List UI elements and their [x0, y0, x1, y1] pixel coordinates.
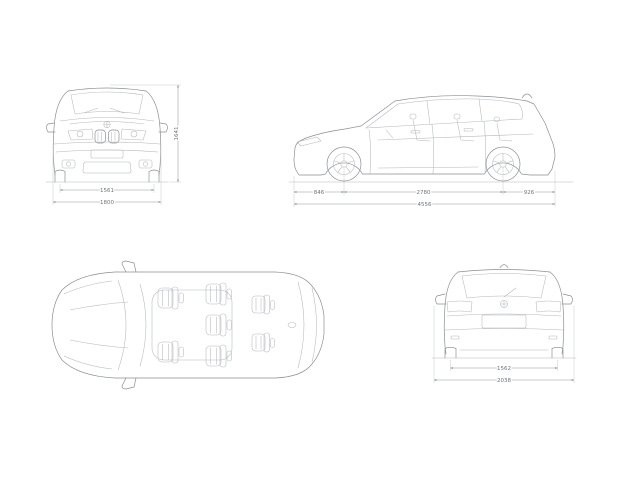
- rear-window-line: [297, 281, 305, 369]
- seat-driver: [157, 286, 184, 310]
- seat-row2-left: [205, 282, 232, 306]
- interior-seats-side: [385, 113, 513, 142]
- wipers: [83, 107, 125, 114]
- bmw-roundel-rear-icon: [500, 300, 508, 308]
- seat-row3-left: [251, 294, 275, 315]
- right-mirror-rear: [561, 293, 573, 305]
- right-reflector: [548, 335, 558, 340]
- front-track-dimension: 1561: [100, 188, 114, 194]
- rear-view: 1562 2038: [420, 258, 590, 403]
- front-air-intake: [82, 161, 132, 174]
- front-license-plate: [90, 149, 124, 159]
- rear-door-handle: [463, 128, 474, 132]
- right-headlight: [120, 128, 147, 141]
- top-car-body: [51, 260, 325, 390]
- left-front-tire: [54, 169, 66, 183]
- rear-track-dimension: 1562: [497, 366, 511, 372]
- side-car-body: [288, 93, 574, 183]
- top-outline: [51, 271, 325, 379]
- side-view: 846 2780 926 4556: [283, 78, 603, 223]
- bmw-roundel-icon: [103, 121, 111, 128]
- left-headlight: [67, 128, 94, 141]
- antenna-fin-top: [287, 322, 297, 328]
- left-reflector: [450, 335, 460, 340]
- seat-row2-right: [205, 344, 232, 368]
- front-width-dimension: 1800: [100, 200, 114, 206]
- b-pillar: [426, 100, 431, 125]
- d-pillar: [518, 103, 523, 120]
- rear-mirror-width-dimension: 2038: [497, 378, 511, 384]
- top-view-drawing: [51, 260, 325, 390]
- front-car-body: [45, 87, 169, 183]
- tailgate-line: [311, 287, 317, 363]
- front-height-dimension: 1641: [174, 127, 180, 141]
- kidney-grille: [94, 129, 120, 144]
- front-dimensions: 1561 1800 1641: [52, 84, 181, 207]
- right-front-tire: [148, 169, 160, 183]
- right-foglight-housing: [138, 159, 153, 169]
- top-view: [40, 258, 340, 398]
- left-foglight-housing: [61, 159, 76, 169]
- right-taillight: [535, 300, 562, 313]
- panoramic-roof: [151, 289, 233, 361]
- rear-license-plate: [481, 314, 527, 329]
- right-mirror-top: [121, 377, 137, 390]
- c-pillar: [478, 98, 483, 122]
- beltline: [365, 118, 523, 129]
- rear-car-body: [431, 264, 577, 359]
- windshield-top: [139, 283, 147, 367]
- side-view-drawing: 846 2780 926 4556: [288, 93, 574, 209]
- right-mirror: [158, 122, 168, 133]
- side-outline: [293, 95, 556, 176]
- seat-row2-middle: [205, 313, 232, 337]
- front-view: 1561 1800 1641: [40, 78, 200, 223]
- side-dimensions: 846 2780 926 4556: [293, 167, 556, 209]
- right-rear-tire: [551, 346, 564, 359]
- length-dimension: 4556: [418, 202, 432, 208]
- seat-passenger: [157, 340, 184, 364]
- wheelbase-dimension: 2780: [417, 190, 431, 196]
- antenna-fin: [521, 93, 533, 99]
- rear-window: [461, 273, 547, 299]
- front-view-drawing: 1561 1800 1641: [45, 84, 181, 207]
- seat-row3-right: [251, 332, 275, 353]
- windshield: [70, 91, 144, 115]
- rear-view-drawing: 1562 2038: [431, 264, 577, 385]
- left-mirror-top: [121, 260, 137, 273]
- rear-wiper: [503, 287, 517, 298]
- left-mirror: [46, 122, 56, 133]
- left-mirror-rear: [435, 293, 447, 305]
- rear-overhang-dimension: 926: [524, 190, 535, 196]
- left-taillight: [446, 300, 473, 313]
- antenna-fin-rear: [499, 264, 509, 269]
- cowl-line: [117, 279, 127, 371]
- front-overhang-dimension: 846: [314, 190, 325, 196]
- left-rear-tire: [444, 346, 457, 359]
- side-headlight: [296, 136, 322, 147]
- rear-dimensions: 1562 2038: [433, 306, 575, 385]
